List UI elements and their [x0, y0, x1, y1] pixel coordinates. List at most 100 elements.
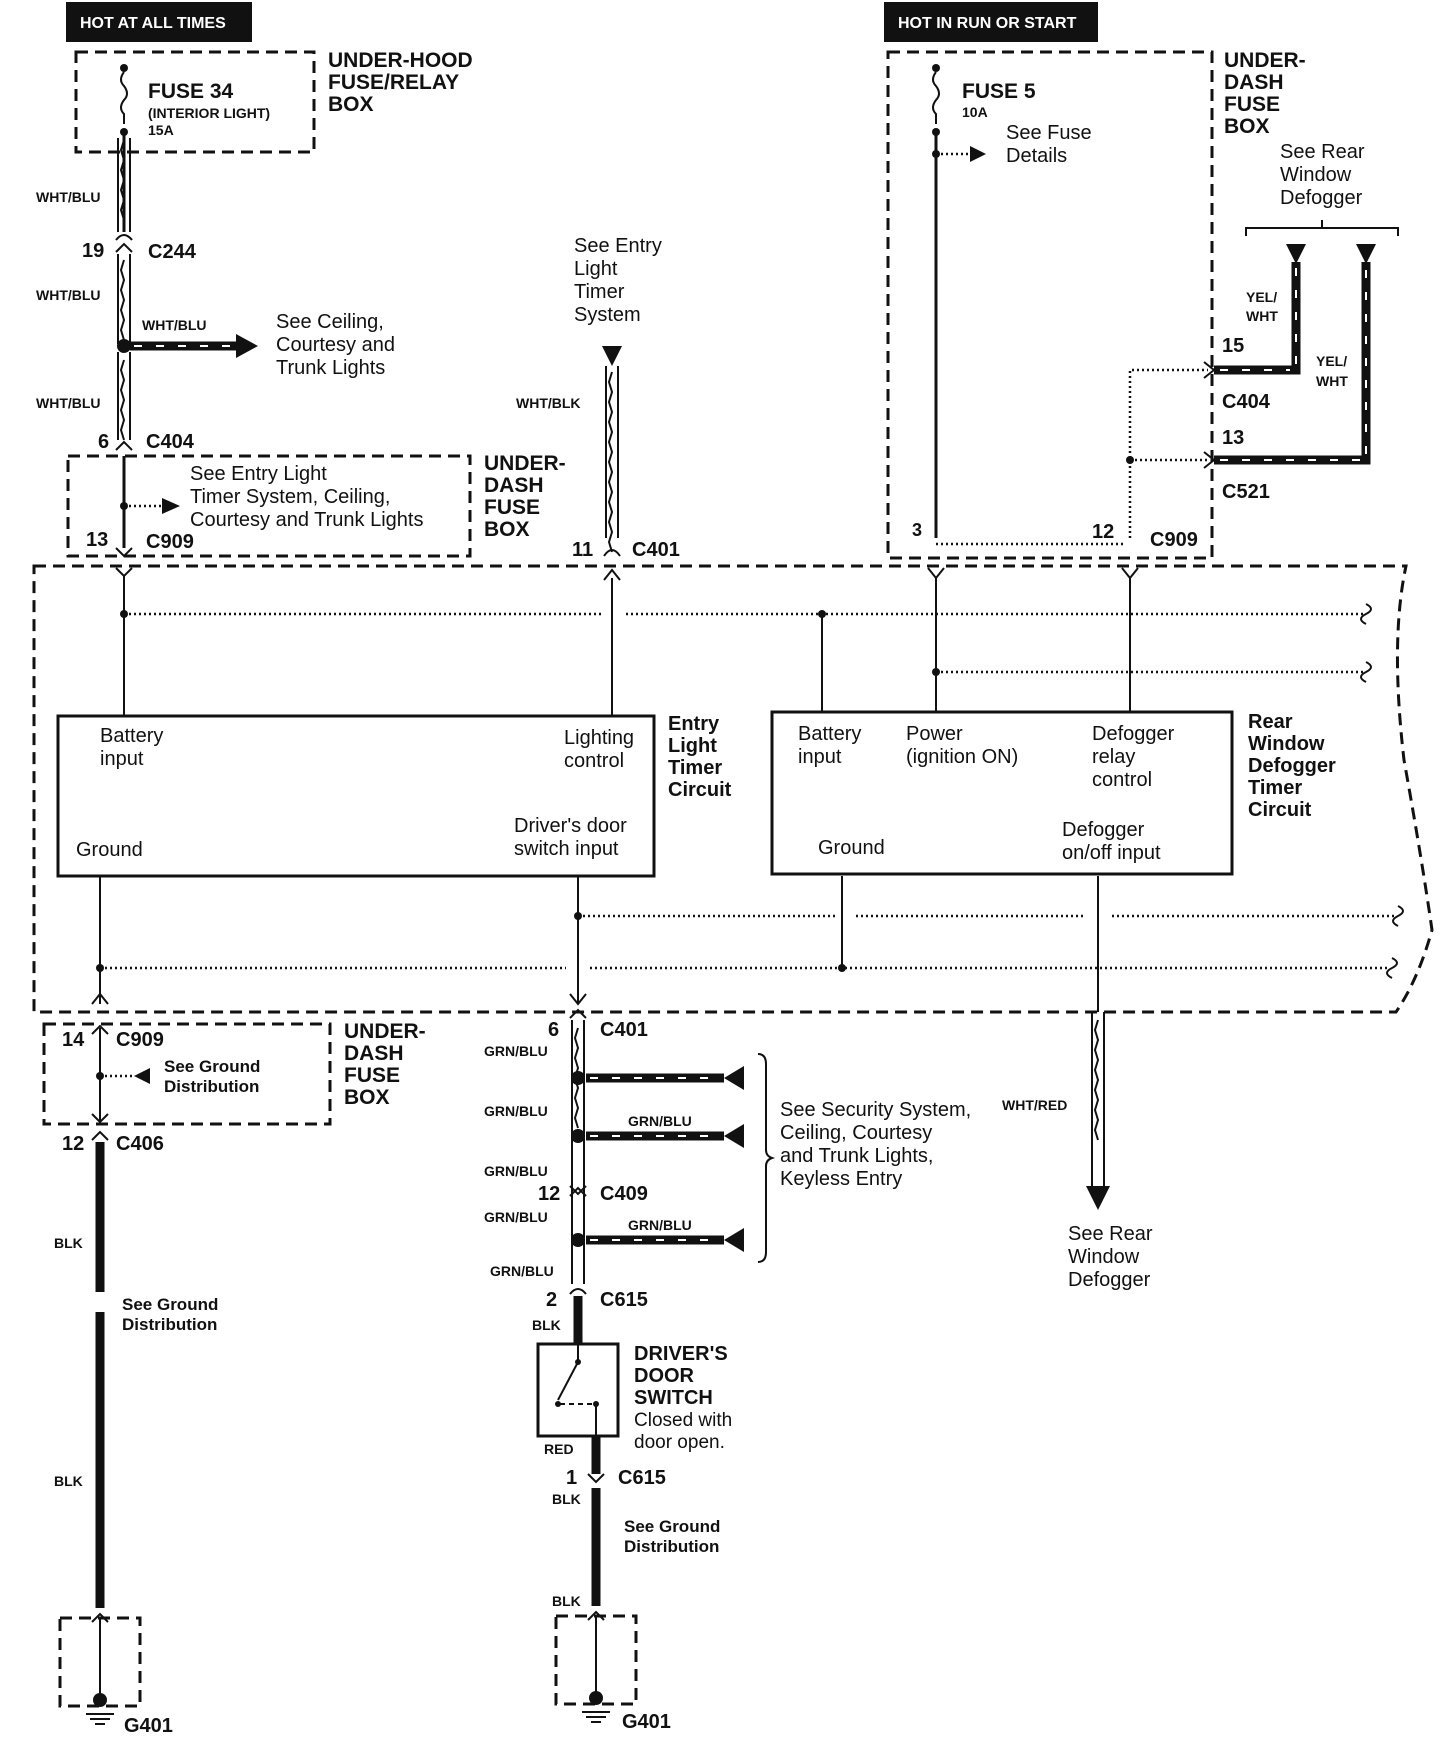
bus-break-1-icon	[1360, 603, 1372, 625]
note-rear-2: Window	[1280, 164, 1352, 186]
pin-1: 1	[566, 1467, 577, 1489]
fuse34-desc: (INTERIOR LIGHT)	[148, 105, 270, 121]
entry-light-timer-circuit-block	[56, 714, 656, 878]
c401-connector-bottom	[569, 1008, 587, 1019]
rear-title-1: Rear	[1248, 711, 1293, 733]
c909-label-left: C909	[146, 531, 194, 553]
wire-label-wht-blu-3: WHT/BLU	[36, 395, 101, 411]
entry-battery-1: Battery	[100, 725, 163, 747]
fuse34-name: FUSE 34	[148, 80, 234, 103]
g401-label-left: G401	[124, 1715, 173, 1737]
wire-label-red: RED	[544, 1441, 574, 1457]
underdash-right-label-2: DASH	[1224, 71, 1284, 94]
rear-title-3: Defogger	[1248, 755, 1336, 777]
wire-label-grn-blu-4: GRN/BLU	[484, 1209, 548, 1225]
hot-in-run-label: HOT IN RUN OR START	[898, 15, 1077, 32]
bus-break-4-icon	[1392, 905, 1404, 927]
door-switch-line-2: DOOR	[634, 1365, 695, 1387]
c615-label-top: C615	[600, 1289, 648, 1311]
arrow-security-3-icon	[724, 1228, 744, 1252]
note-entry-2: Light	[574, 258, 618, 280]
underdash-fuse-box-lower-outline	[42, 1022, 332, 1126]
rear-relay-3: control	[1092, 769, 1152, 791]
pin-12-c409: 12	[538, 1183, 560, 1205]
entry-lighting-1: Lighting	[564, 727, 634, 749]
underdash-left-label-1: UNDER-	[484, 452, 566, 475]
wire-wht-blu-3	[119, 359, 126, 441]
rear-ground: Ground	[818, 837, 885, 859]
arrow-security-2-icon	[724, 1124, 744, 1148]
pin-19: 19	[82, 240, 104, 262]
note-security-3: and Trunk Lights,	[780, 1145, 933, 1167]
arrow-ground-dist-1-icon	[134, 1068, 150, 1084]
ground-symbol-right-icon	[582, 1711, 610, 1723]
rear-defogger-bracket	[1245, 220, 1399, 236]
c244-label: C244	[148, 241, 197, 263]
wire-label-blk-3: BLK	[552, 1491, 581, 1507]
c409-label: C409	[600, 1183, 648, 1205]
wire-label-wht-blu-1: WHT/BLU	[36, 189, 101, 205]
splice-dot-1	[117, 339, 131, 353]
c615-connector-top	[569, 1288, 587, 1295]
pin-6-c401: 6	[548, 1019, 559, 1041]
arrow-rear-defogger-1-icon	[1286, 244, 1306, 264]
c909-label-lower: C909	[116, 1029, 164, 1051]
pin-11: 11	[572, 539, 593, 561]
note-ground-3b: Distribution	[624, 1537, 719, 1556]
note-ground-2a: See Ground	[122, 1295, 218, 1314]
entry-door-1: Driver's door	[514, 815, 627, 837]
note-rear-1: See Rear	[1280, 141, 1365, 163]
fuse5-rating: 10A	[962, 104, 988, 120]
wire-label-blk-4: BLK	[552, 1593, 581, 1609]
note-ground-3a: See Ground	[624, 1517, 720, 1536]
wire-wht-blk	[607, 371, 614, 553]
rear-relay-1: Defogger	[1092, 723, 1175, 745]
rear-power-1: Power	[906, 723, 963, 745]
c615-label-bottom: C615	[618, 1467, 666, 1489]
note-security-1: See Security System,	[780, 1099, 971, 1121]
hot-at-all-times-badge	[66, 2, 252, 42]
rear-onoff-2: on/off input	[1062, 842, 1161, 864]
entry-door-2: switch input	[514, 838, 619, 860]
wire-label-grn-blu-3: GRN/BLU	[484, 1163, 548, 1179]
bus-break-3-icon	[1386, 957, 1398, 979]
wire-label-blk-switch: BLK	[532, 1317, 561, 1333]
entry-battery-2: input	[100, 748, 144, 770]
entry-title-3: Timer	[668, 757, 722, 779]
underdash-lower-label-2: DASH	[344, 1042, 404, 1065]
c615-connector-bottom	[587, 1473, 605, 1484]
underdash-left-label-2: DASH	[484, 474, 544, 497]
wire-label-grn-blu-b2: GRN/BLU	[628, 1113, 692, 1129]
wire-label-blk-2: BLK	[54, 1473, 83, 1489]
entry-lighting-2: control	[564, 750, 624, 772]
wire-defogger-feed-1	[1128, 368, 1208, 538]
wire-label-grn-blu-b3: GRN/BLU	[628, 1217, 692, 1233]
pin-12-c406: 12	[62, 1133, 84, 1155]
underhood-box-label-3: BOX	[328, 93, 374, 116]
entry-title-2: Light	[668, 735, 717, 757]
c409-connector	[569, 1185, 587, 1197]
rear-onoff-1: Defogger	[1062, 819, 1145, 841]
c404-label-right: C404	[1222, 391, 1271, 413]
security-bracket	[757, 1053, 776, 1263]
wire-label-yel-2: YEL/	[1316, 353, 1347, 369]
c401-label-top: C401	[632, 539, 680, 561]
wire-label-grn-blu-2: GRN/BLU	[484, 1103, 548, 1119]
note-entry-timer-3: Courtesy and Trunk Lights	[190, 509, 423, 531]
underdash-fuse-box-right-outline	[886, 50, 1214, 560]
hot-in-run-badge	[884, 2, 1098, 42]
c406-label: C406	[116, 1133, 164, 1155]
wire-label-grn-blu-5: GRN/BLU	[490, 1263, 554, 1279]
door-switch-line-4: Closed with	[634, 1410, 732, 1431]
note-ceiling-3: Trunk Lights	[276, 357, 385, 379]
wire-wht-blu-2	[119, 259, 126, 341]
fuse5-note-1: See Fuse	[1006, 122, 1092, 144]
pin-2: 2	[546, 1289, 557, 1311]
fuse34-symbol	[120, 71, 128, 124]
note-rear-bottom-2: Window	[1068, 1246, 1140, 1268]
note-ceiling-1: See Ceiling,	[276, 311, 384, 333]
door-switch-line-3: SWITCH	[634, 1387, 713, 1409]
pin-14: 14	[62, 1029, 85, 1051]
fuse5-symbol	[932, 71, 940, 124]
underdash-left-label-4: BOX	[484, 518, 530, 541]
